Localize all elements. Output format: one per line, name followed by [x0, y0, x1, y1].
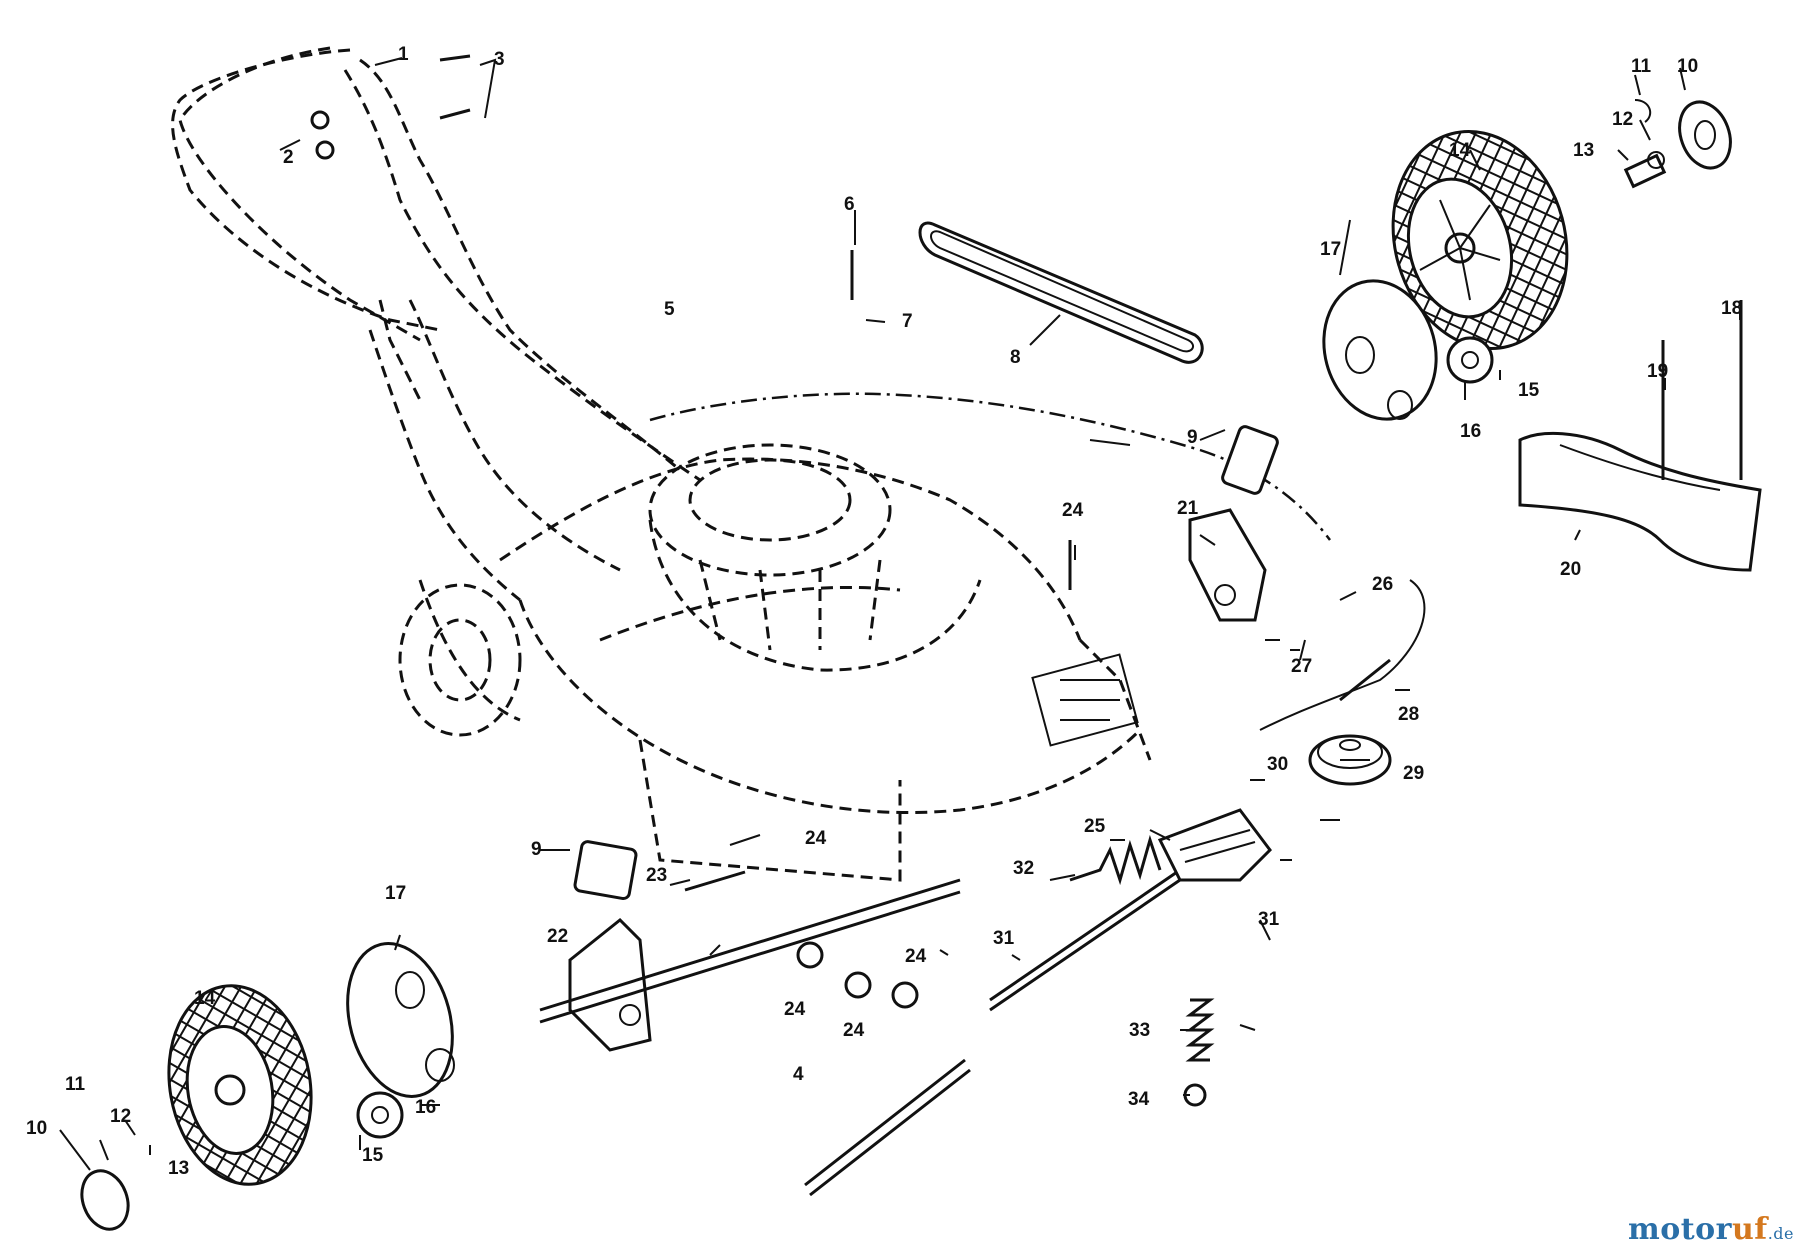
- part-label: 34: [1128, 1089, 1150, 1110]
- part-label: 31: [993, 928, 1015, 949]
- part-label: 19: [1647, 361, 1668, 382]
- part-label: 30: [1267, 754, 1288, 775]
- watermark-part-1: motor: [1628, 1212, 1732, 1247]
- fasteners: [310, 54, 1743, 1107]
- part-label: 10: [26, 1118, 47, 1139]
- height-adjust-bracket-bottom: [568, 840, 652, 1052]
- control-cable: [1259, 579, 1426, 731]
- engine: [398, 443, 982, 737]
- deck-bracket: [1031, 653, 1139, 747]
- part-label: 15: [362, 1145, 384, 1166]
- part-label: 4: [793, 1064, 804, 1085]
- part-label: 17: [1320, 239, 1341, 260]
- drive-belt: [918, 221, 1204, 364]
- height-adjust-bracket-top: [1188, 425, 1279, 622]
- leader-lines: [59, 57, 1741, 1171]
- part-label: 14: [194, 988, 216, 1009]
- part-label: 12: [110, 1106, 131, 1127]
- gear-housing-top: [1322, 279, 1438, 421]
- part-label: 23: [646, 865, 667, 886]
- part-label: 27: [1291, 656, 1312, 677]
- part-label: 22: [547, 926, 568, 947]
- part-label: 13: [1573, 140, 1594, 161]
- wheel-bottom-left: [167, 984, 313, 1186]
- hubcap-top: [1678, 100, 1732, 170]
- watermark-logo: motoruf.de: [1628, 1212, 1794, 1247]
- axle-spacer-top: [1623, 99, 1667, 189]
- part-label: 8: [1010, 347, 1021, 368]
- part-label: 17: [385, 883, 406, 904]
- part-label: 9: [531, 839, 542, 860]
- watermark-part-2: uf: [1731, 1212, 1768, 1247]
- part-label: 16: [1460, 421, 1481, 442]
- hubcap-bottom: [80, 1169, 130, 1231]
- part-label: 11: [65, 1074, 86, 1095]
- part-label: 25: [1084, 816, 1106, 837]
- wheel-top-right: [1391, 129, 1569, 351]
- part-label: 9: [1187, 427, 1198, 448]
- part-label: 24: [843, 1020, 865, 1041]
- part-labels: 1 2 3 4 5 6 7 8 9 9 10 10 11 11 12 12 13…: [26, 44, 1742, 1179]
- rear-shield: [1518, 432, 1762, 572]
- gear-housing-bottom: [346, 942, 455, 1098]
- handle-outline: [171, 46, 701, 602]
- front-axle: [539, 868, 1181, 1197]
- part-label: 20: [1560, 559, 1581, 580]
- spring: [1069, 834, 1215, 1062]
- part-label: 11: [1631, 56, 1652, 77]
- transmission: [1157, 808, 1272, 882]
- part-label: 21: [1177, 498, 1199, 519]
- part-label: 10: [1677, 56, 1698, 77]
- pinion-gear-top: [1446, 336, 1494, 384]
- part-label: 18: [1721, 298, 1742, 319]
- part-label: 32: [1013, 858, 1034, 879]
- mower-deck: [418, 392, 1331, 882]
- part-label: 24: [805, 828, 827, 849]
- part-label: 33: [1129, 1020, 1150, 1041]
- part-label: 2: [283, 147, 294, 168]
- part-label: 6: [844, 194, 855, 215]
- part-label: 29: [1403, 763, 1424, 784]
- part-label: 28: [1398, 704, 1419, 725]
- part-label: 16: [415, 1097, 436, 1118]
- part-label: 31: [1258, 909, 1280, 930]
- watermark-part-3: .de: [1767, 1224, 1794, 1243]
- part-label: 24: [784, 999, 806, 1020]
- part-label: 24: [905, 946, 927, 967]
- part-label: 14: [1449, 140, 1471, 161]
- part-label: 1: [398, 44, 409, 65]
- part-label: 7: [902, 311, 913, 332]
- part-label: 12: [1612, 109, 1633, 130]
- part-label: 5: [664, 299, 675, 320]
- part-label: 15: [1518, 380, 1540, 401]
- pinion-gear-bottom: [356, 1091, 404, 1139]
- part-label: 13: [168, 1158, 189, 1179]
- part-label: 26: [1372, 574, 1393, 595]
- part-label: 3: [494, 49, 505, 70]
- part-label: 24: [1062, 500, 1084, 521]
